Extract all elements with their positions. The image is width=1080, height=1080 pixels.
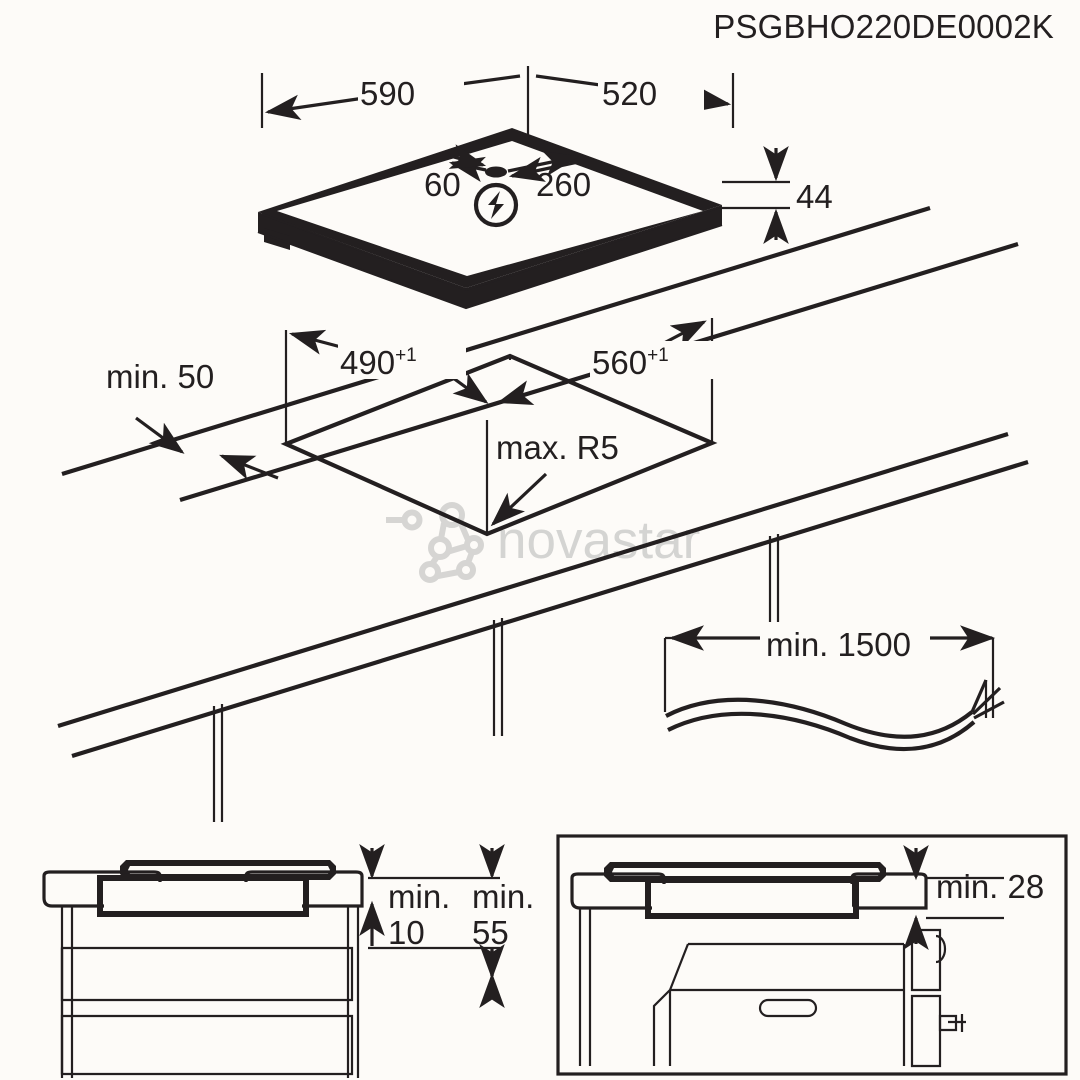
dim-label-min-28: min. 28 bbox=[936, 868, 1044, 905]
lightning-bolt-icon bbox=[473, 182, 519, 228]
dim-label-590: 590 bbox=[360, 75, 415, 112]
dim-label-max-r5: max. R5 bbox=[496, 429, 619, 466]
dim-label-min-1500: min. 1500 bbox=[766, 626, 911, 663]
dim-label-490: 490+1 bbox=[340, 344, 417, 381]
dim-label-10: 10 bbox=[388, 914, 425, 951]
dim-label-min-50: min. 50 bbox=[106, 358, 214, 395]
dim-label-520: 520 bbox=[602, 75, 657, 112]
oven-cabinet-section-view: min. 28 bbox=[556, 834, 1068, 1076]
document-code-label: PSGBHO220DE0002K bbox=[713, 8, 1054, 45]
dim-label-44: 44 bbox=[796, 178, 833, 215]
dim-label-55: 55 bbox=[472, 914, 509, 951]
dim-label-min-a: min. bbox=[388, 878, 450, 915]
watermark: novastar bbox=[386, 502, 700, 583]
power-cable-view: min. 1500 bbox=[663, 622, 1005, 752]
dim-label-560: 560+1 bbox=[592, 344, 669, 381]
dim-label-60: 60 bbox=[424, 166, 461, 203]
dim-label-260: 260 bbox=[536, 166, 591, 203]
drawer-cabinet-section-view: min. 10 min. 55 bbox=[42, 844, 534, 1078]
dim-label-min-b: min. bbox=[472, 878, 534, 915]
worktop-cutout-view: 490+1 560+1 min. 50 max. R5 bbox=[57, 205, 1029, 822]
cooktop-perspective-view: 590 520 60 260 bbox=[257, 66, 833, 310]
